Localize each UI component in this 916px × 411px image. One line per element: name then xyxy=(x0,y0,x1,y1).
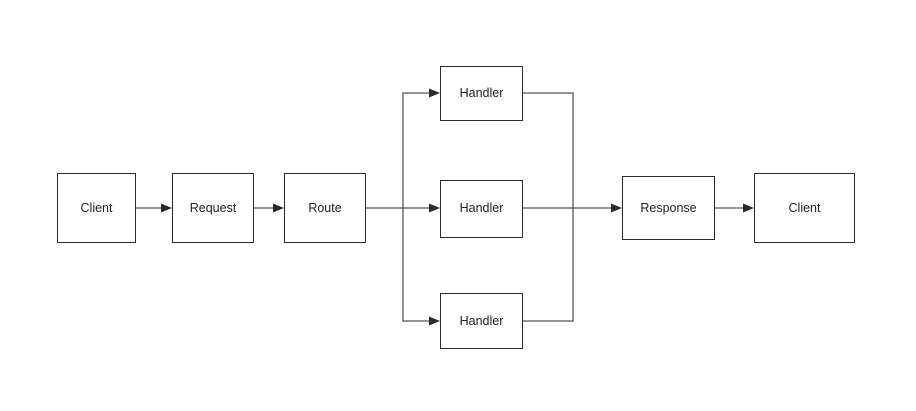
edges xyxy=(136,88,754,326)
node-label: Request xyxy=(190,201,237,215)
edge-request-to-route xyxy=(254,203,284,213)
node-response: Response xyxy=(622,176,715,240)
node-label: Handler xyxy=(460,314,504,328)
edge-route-to-handler-top xyxy=(366,88,440,209)
node-label: Client xyxy=(81,201,113,215)
edge-route-to-handler-bottom xyxy=(402,208,440,326)
edge-handler-bottom-to-response xyxy=(523,208,574,322)
edge-route-to-handler-middle xyxy=(366,203,440,213)
node-label: Client xyxy=(789,201,821,215)
arrowhead-icon xyxy=(273,203,284,213)
edge-response-to-client xyxy=(715,203,754,213)
node-client-in: Client xyxy=(57,173,136,243)
nodes: Client Request Route Handler Handler Han… xyxy=(57,66,855,349)
arrowhead-icon xyxy=(743,203,754,213)
edge-handler-top-to-response xyxy=(523,92,574,208)
arrowhead-icon xyxy=(161,203,172,213)
node-label: Handler xyxy=(460,201,504,215)
arrowhead-icon xyxy=(611,203,622,213)
node-handler-middle: Handler xyxy=(440,180,523,238)
node-label: Response xyxy=(640,201,696,215)
node-request: Request xyxy=(172,173,254,243)
node-route: Route xyxy=(284,173,366,243)
edge-handler-middle-to-response xyxy=(523,203,622,213)
arrowhead-icon xyxy=(429,203,440,213)
node-client-out: Client xyxy=(754,173,855,243)
node-handler-bottom: Handler xyxy=(440,293,523,349)
node-handler-top: Handler xyxy=(440,66,523,121)
node-label: Route xyxy=(308,201,341,215)
node-label: Handler xyxy=(460,86,504,100)
arrowhead-icon xyxy=(429,316,440,326)
arrowhead-icon xyxy=(429,88,440,98)
edge-client-to-request xyxy=(136,203,172,213)
